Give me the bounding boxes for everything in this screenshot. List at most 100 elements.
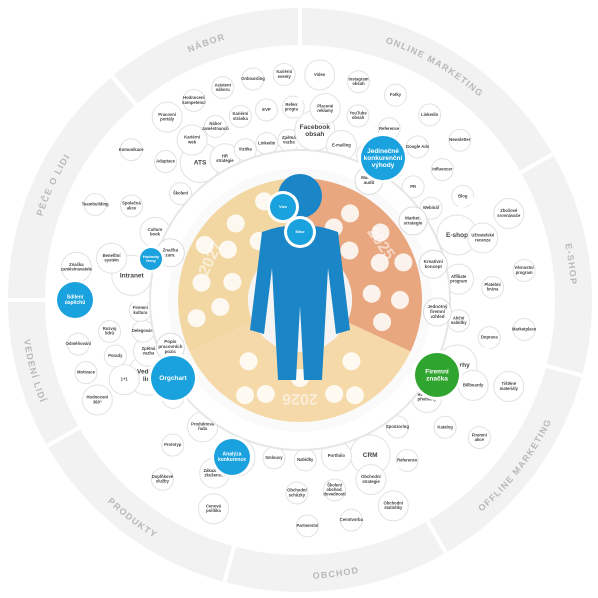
bubble-item[interactable]: Google Ads <box>405 135 430 159</box>
bubble-item[interactable]: Porady <box>103 344 127 368</box>
bubble-item[interactable]: EVP <box>254 98 278 122</box>
core-circle <box>418 249 448 279</box>
quadrant-dot <box>373 312 392 331</box>
bubble-circle <box>355 463 387 495</box>
bubble-circle <box>119 194 143 218</box>
bubble-item[interactable]: Doprava <box>477 326 501 350</box>
bubble-item[interactable]: Komunikace <box>119 138 145 162</box>
bubble-label: Prototyp <box>164 442 182 447</box>
bubble-item[interactable]: Billboardy <box>457 369 489 401</box>
bubble-item[interactable]: Video <box>304 59 336 91</box>
bubble-item[interactable]: Linkedin <box>418 103 442 127</box>
bubble-circle <box>418 103 442 127</box>
bubble-item[interactable]: 1+1 <box>108 364 140 396</box>
bubble-item[interactable]: Reference <box>395 448 419 472</box>
bubble-item[interactable]: Partnerství <box>295 514 319 538</box>
bubble-item[interactable]: Onboarding <box>241 67 265 91</box>
quadrant-dot <box>340 241 359 260</box>
bubble-item[interactable]: Newsletter <box>448 128 472 152</box>
bubble-item[interactable]: Prototyp <box>161 433 185 457</box>
bubble-item[interactable]: Smlouvy <box>262 446 286 470</box>
quadrant-dot <box>211 297 230 316</box>
bubble-circle <box>405 135 429 159</box>
highlight-bubble[interactable]: Mise <box>284 216 316 248</box>
bubble-label: Odměňování <box>66 341 92 346</box>
bubble-label: Reference <box>397 458 418 463</box>
bubble-item[interactable]: Fotky <box>384 83 408 107</box>
bubble-item[interactable]: Cenotvorba <box>340 508 364 532</box>
bubble-item[interactable]: PR <box>401 175 425 199</box>
bubble-item[interactable]: E-shop <box>436 214 478 256</box>
bubble-circle <box>323 478 347 502</box>
bubble-item[interactable]: Teambuilding <box>82 192 109 216</box>
bubble-circle <box>304 59 336 91</box>
bubble-circle <box>467 426 491 450</box>
bubble-item[interactable]: Katalog <box>433 415 457 439</box>
bubble-label: Marketplace <box>512 327 537 332</box>
bubble-item[interactable]: Marketplace <box>512 317 537 341</box>
bubble-item[interactable]: Motivace <box>74 361 98 385</box>
bubble-circle <box>512 259 536 283</box>
quadrant-dot <box>342 352 361 371</box>
bubble-item[interactable]: Školení <box>168 182 192 206</box>
core-item[interactable]: Market.strategie <box>398 206 428 236</box>
bubble-item[interactable]: Influencer <box>430 158 454 182</box>
bubble-label: Školení <box>173 191 189 196</box>
bubble-item[interactable]: Odměňování <box>66 332 92 356</box>
bubble-circle <box>168 182 192 206</box>
highlight-bubble[interactable]: Vize <box>267 191 299 223</box>
bubble-item[interactable]: Nabídky <box>293 448 317 472</box>
bubble-item[interactable]: Adaptace <box>154 150 178 174</box>
bubble-label: Intranet <box>120 272 145 279</box>
highlight-bubble[interactable]: Orgchart <box>148 353 198 403</box>
quadrant-dot <box>325 384 344 403</box>
bubble-item[interactable]: Sponzoring <box>386 415 409 439</box>
